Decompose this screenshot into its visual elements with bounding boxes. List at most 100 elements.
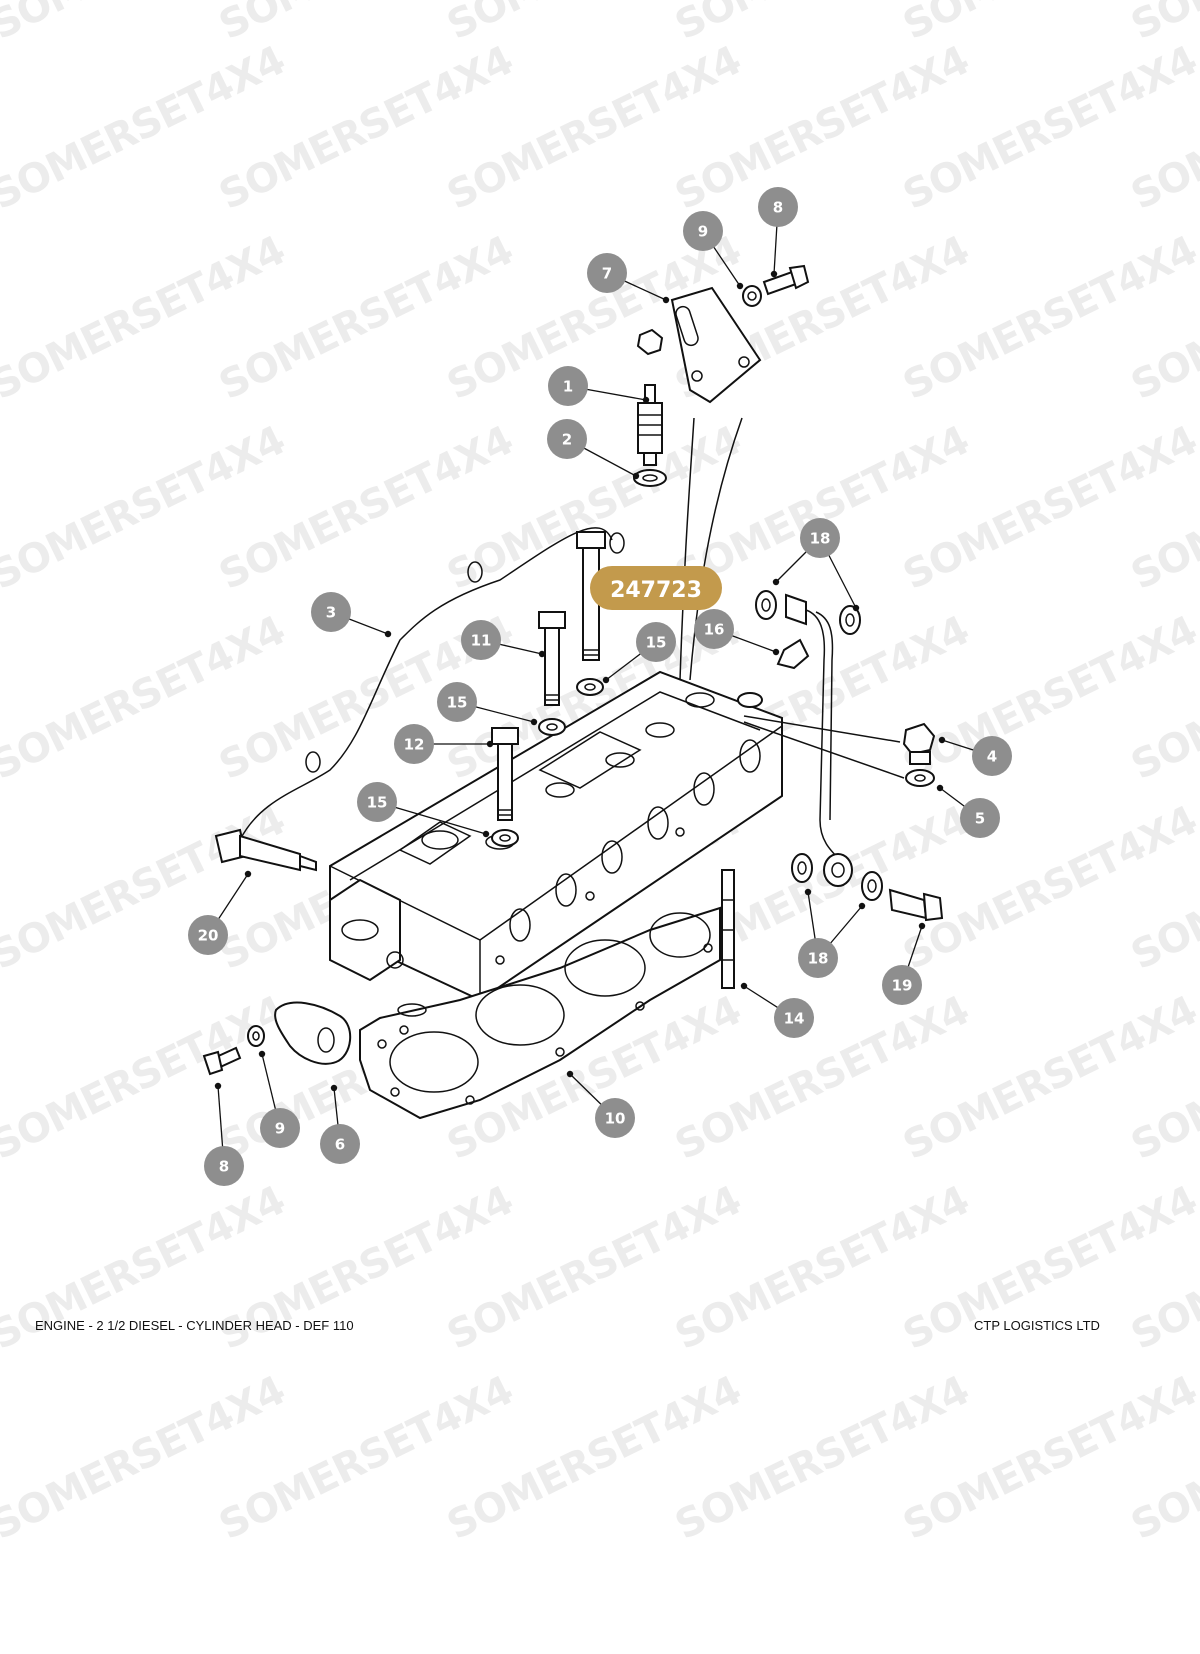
callout-number: 18 [810, 530, 831, 548]
bracket-bolt-top [742, 264, 810, 307]
callout-7: 7 [587, 253, 627, 293]
leader-dot [486, 740, 494, 748]
callout-circle [320, 1124, 360, 1164]
callout-number: 9 [275, 1120, 285, 1138]
callout-circle [972, 736, 1012, 776]
callout-circle [960, 798, 1000, 838]
callout-circle [587, 253, 627, 293]
diagram-ref-text: 247723 [610, 578, 702, 603]
callout-11: 11 [461, 620, 501, 660]
leader-dot [936, 784, 944, 792]
callout-18: 18 [800, 518, 840, 558]
stud [721, 869, 735, 989]
leader-dot [852, 604, 860, 612]
callout-number: 12 [404, 736, 425, 754]
leader-dot [632, 472, 640, 480]
heater-plug [633, 328, 667, 487]
callout-number: 14 [784, 1010, 805, 1028]
callout-number: 3 [326, 604, 336, 622]
head-gasket [359, 906, 721, 1120]
callout-number: 1 [563, 378, 573, 396]
callout-number: 20 [198, 927, 219, 945]
callout-15: 15 [357, 782, 397, 822]
leader-dot [384, 630, 392, 638]
leader-dot [740, 982, 748, 990]
parts-line-art [202, 264, 944, 1120]
blanking-plug [743, 715, 936, 787]
callout-12: 12 [394, 724, 434, 764]
callout-number: 8 [773, 199, 783, 217]
leader-dot [530, 718, 538, 726]
callout-20: 20 [188, 915, 228, 955]
callout-number: 19 [892, 977, 913, 995]
callout-number: 15 [447, 694, 468, 712]
leader-dot [214, 1082, 222, 1090]
footer-company: CTP LOGISTICS LTD [974, 1318, 1100, 1333]
leader-dot [330, 1084, 338, 1092]
leader-dot [662, 296, 670, 304]
cylinder-head [329, 670, 783, 1002]
diagram-ref-badge: 247723 [590, 566, 722, 610]
leader-dot [918, 922, 926, 930]
callout-circle [204, 1146, 244, 1186]
callout-number: 11 [471, 632, 492, 650]
oil-pipe [737, 590, 944, 922]
callout-circle [548, 366, 588, 406]
callout-circle [437, 682, 477, 722]
callout-circle [798, 938, 838, 978]
callout-number: 10 [605, 1110, 626, 1128]
callout-15: 15 [636, 622, 676, 662]
callout-number: 2 [562, 431, 572, 449]
watermark-text: SOMERSET4X4 [1124, 0, 1200, 49]
leader-dot [804, 888, 812, 896]
callout-circle [394, 724, 434, 764]
callout-circle [694, 609, 734, 649]
cover-plate [202, 1001, 352, 1076]
lifting-bracket [670, 286, 762, 681]
callout-3: 3 [311, 592, 351, 632]
callout-8: 8 [758, 187, 798, 227]
callout-number: 18 [808, 950, 829, 968]
callout-14: 14 [774, 998, 814, 1038]
callout-19: 19 [882, 965, 922, 1005]
callout-circle [683, 211, 723, 251]
callout-1: 1 [548, 366, 588, 406]
callout-circle [357, 782, 397, 822]
callout-2: 2 [547, 419, 587, 459]
leader-dot [602, 676, 610, 684]
leader-dot [642, 396, 650, 404]
callout-4: 4 [972, 736, 1012, 776]
callout-circle [311, 592, 351, 632]
callout-8: 8 [204, 1146, 244, 1186]
callout-10: 10 [595, 1098, 635, 1138]
callout-circle [774, 998, 814, 1038]
head-bolts [491, 531, 606, 821]
leader-dot [258, 1050, 266, 1058]
callout-number: 8 [219, 1158, 229, 1176]
leader-dot [772, 648, 780, 656]
leader-dot [736, 282, 744, 290]
callout-number: 6 [335, 1136, 345, 1154]
callout-9: 9 [683, 211, 723, 251]
callout-5: 5 [960, 798, 1000, 838]
washers [491, 678, 604, 847]
leader-dot [858, 902, 866, 910]
callout-number: 5 [975, 810, 985, 828]
callout-18: 18 [798, 938, 838, 978]
callout-circle [260, 1108, 300, 1148]
leader-dot [482, 830, 490, 838]
leader-dot [772, 578, 780, 586]
callout-circle [636, 622, 676, 662]
callout-circle [800, 518, 840, 558]
callout-15: 15 [437, 682, 477, 722]
leader-dot [938, 736, 946, 744]
leader-dot [770, 270, 778, 278]
callout-circle [461, 620, 501, 660]
callout-circle [188, 915, 228, 955]
callout-number: 4 [987, 748, 997, 766]
callout-16: 16 [694, 609, 734, 649]
callout-circle [547, 419, 587, 459]
callout-number: 15 [646, 634, 667, 652]
